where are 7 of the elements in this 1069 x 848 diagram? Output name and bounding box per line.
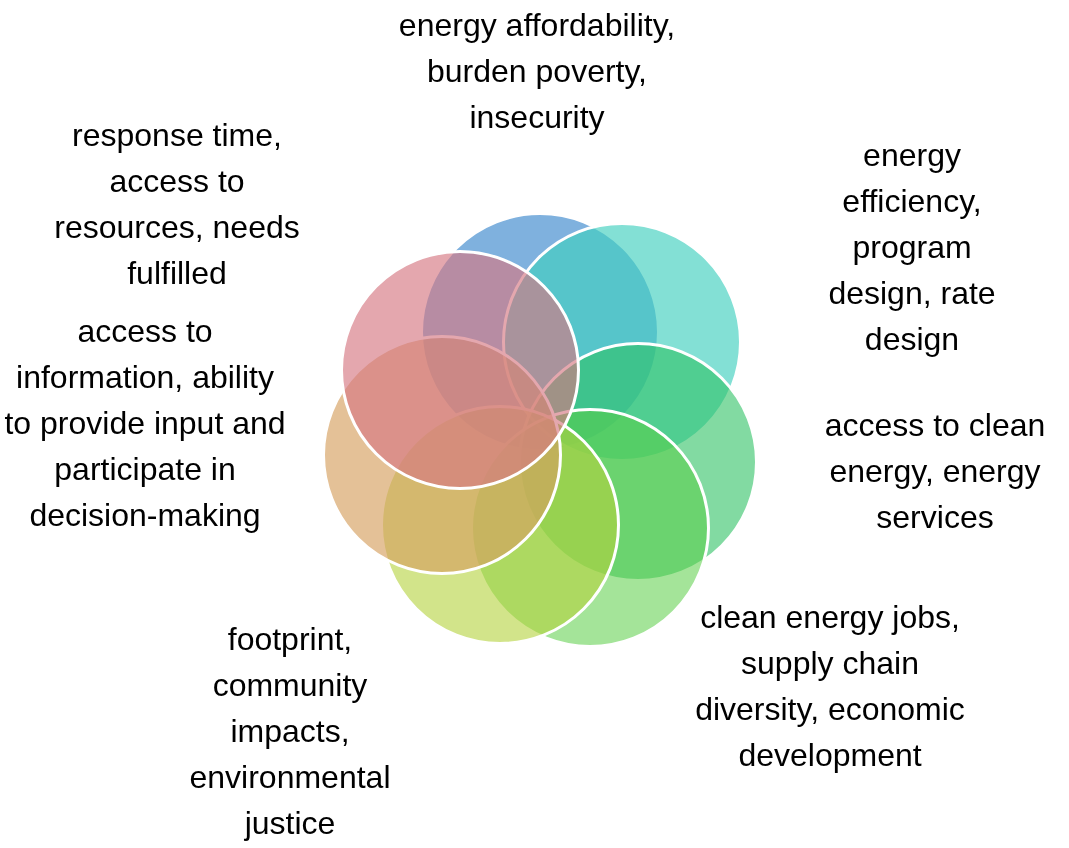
circle-caption: footprint, community impacts, environmental justice <box>188 620 392 843</box>
circle-caption: access to clean energy, energy services <box>823 406 1047 537</box>
circle-caption: energy efficiency, program design, rate design <box>827 136 997 359</box>
circle-caption: response time, access to resources, needs fulfilled <box>53 116 301 293</box>
circle-caption: clean energy jobs, supply chain diversity, economic development <box>695 598 965 775</box>
circle-caption: access to information, ability to provide input and participate in decision-making <box>3 312 287 535</box>
circle-caption: energy affordability, burden poverty, insecurity <box>397 6 677 137</box>
